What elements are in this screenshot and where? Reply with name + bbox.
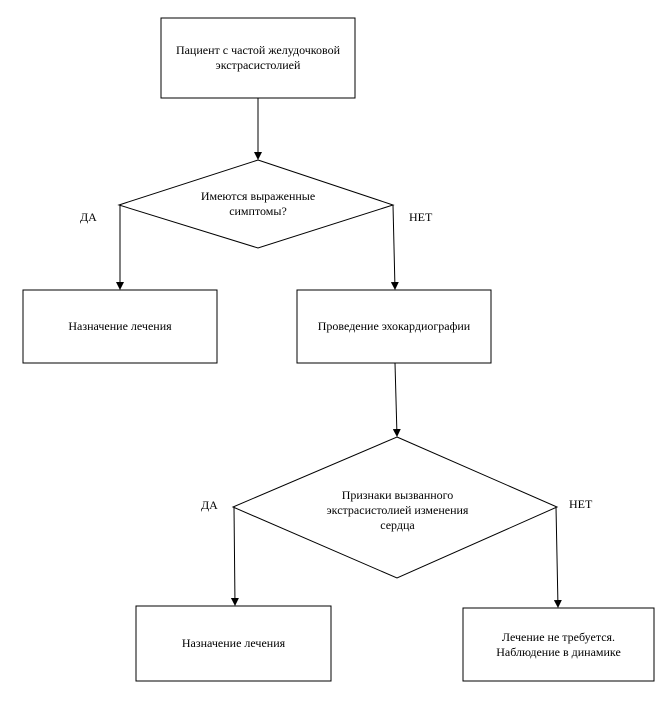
decision2-no-label: НЕТ	[569, 497, 593, 511]
treatment2-label: Назначение лечения	[181, 636, 286, 650]
echo-label: Проведение эхокардиографии	[317, 319, 471, 333]
observation-label: Лечение не требуется. Наблюдение в динам…	[496, 629, 621, 659]
decision2-label: Признаки вызванного экстрасистолией изме…	[326, 487, 469, 532]
treatment2-box	[135, 605, 332, 682]
decision1-diamond	[117, 159, 395, 249]
start-box	[160, 17, 356, 99]
echo-box	[296, 289, 492, 364]
arrow-decision1-no	[390, 204, 399, 290]
decision1-yes-label: ДА	[80, 210, 97, 224]
decision1-no-label: НЕТ	[409, 210, 433, 224]
start-label: Пациент с частой желудочковой экстрасист…	[175, 43, 341, 72]
arrow-decision2-no	[553, 506, 562, 608]
decision1-label: Имеются выраженные симптомы?	[200, 189, 316, 218]
arrow-decision2-yes	[230, 506, 239, 606]
arrow-echo-to-decision2	[392, 362, 401, 437]
observation-box	[462, 607, 655, 682]
treatment1-label: Назначение лечения	[68, 319, 172, 333]
treatment1-box	[22, 289, 218, 364]
decision2-yes-label: ДА	[201, 498, 218, 512]
decision2-diamond	[231, 436, 559, 579]
